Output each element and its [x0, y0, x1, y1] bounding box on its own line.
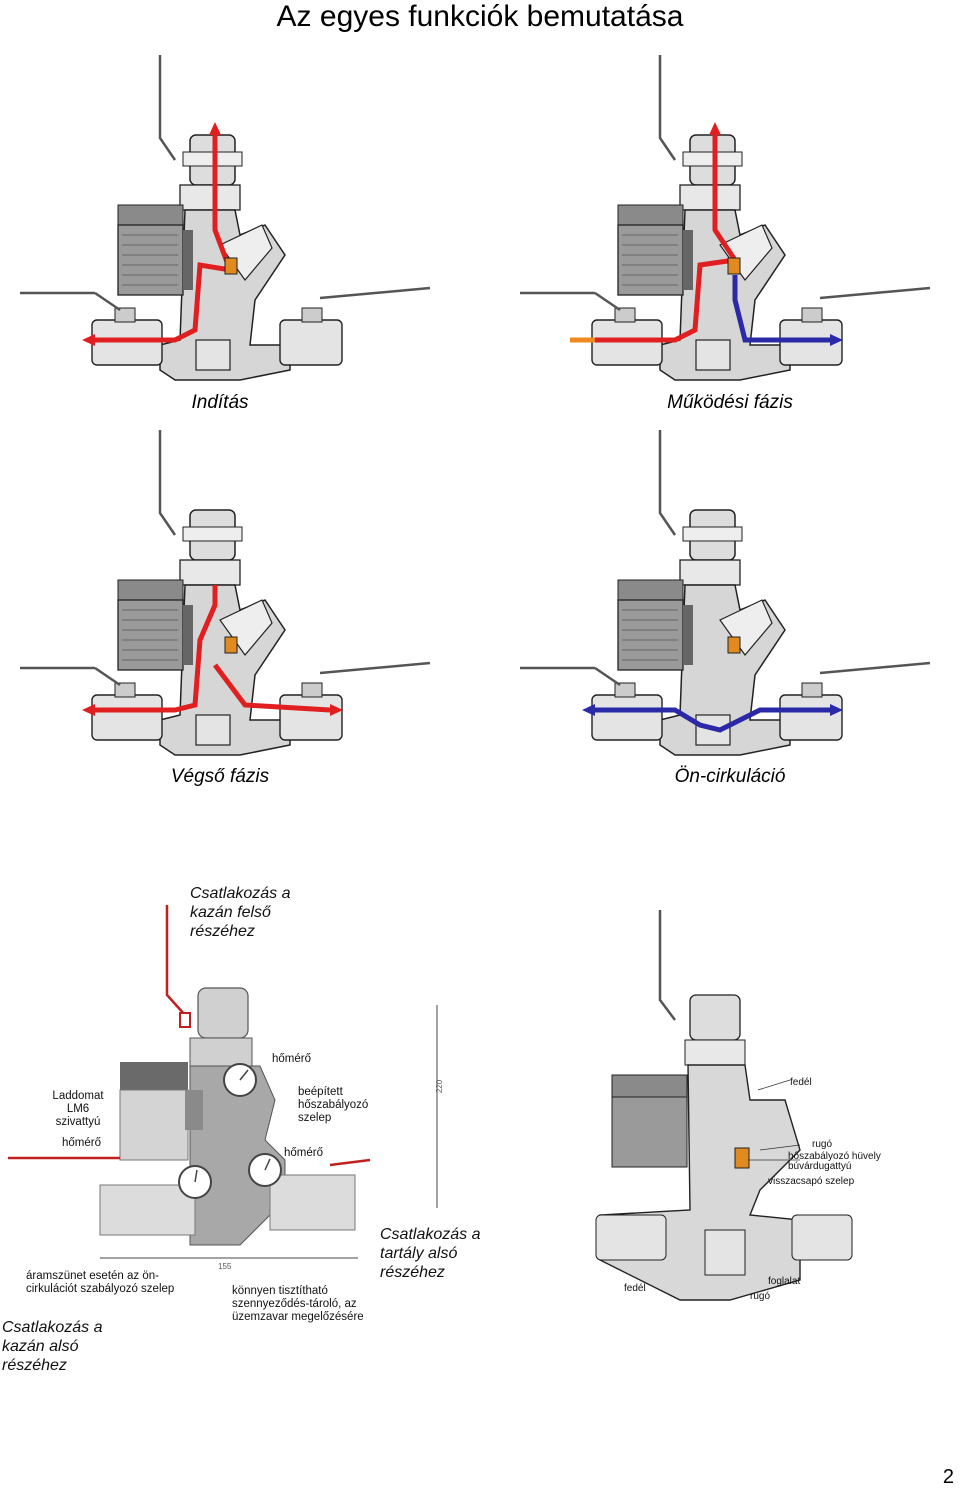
caption-mukodesi: Működési fázis	[667, 392, 793, 413]
page-title: Az egyes funkciók bemutatása	[276, 0, 684, 33]
label-lid-top: fedél	[790, 1077, 812, 1088]
label-plunger: búvárdugattyú	[788, 1161, 852, 1172]
label-thermo1: hőmérő	[272, 1053, 311, 1065]
page-number: 2	[942, 1466, 954, 1488]
label-lid-bottom: fedél	[624, 1283, 646, 1294]
diagram-inditas	[18, 53, 432, 382]
label-thermo3: hőmérő	[284, 1147, 323, 1159]
detail-right-drawing	[595, 910, 853, 1301]
label-check: visszacsapó szelep	[768, 1176, 855, 1187]
label-valve: beépített hőszabályozó szelep	[298, 1086, 369, 1124]
label-sleeve: hőszabályozó hüvely	[788, 1151, 881, 1162]
dim-height: 220	[435, 1079, 445, 1094]
label-selfcirc: áramszünet esetén az ön-cirkulációt szab…	[26, 1270, 175, 1295]
dim-width: 155	[218, 1262, 232, 1271]
label-spring2: rugó	[750, 1291, 771, 1302]
detail-left-drawing	[8, 905, 438, 1259]
label-thermo2: hőmérő	[62, 1137, 101, 1149]
label-conn-bottom: Csatlakozás a kazán alsó részéhez	[2, 1319, 103, 1374]
label-spring: rugó	[812, 1139, 833, 1150]
diagram-on-cirkulacio	[518, 428, 932, 757]
label-conn-tank: Csatlakozás a tartály alsó részéhez	[380, 1226, 481, 1281]
label-seat: foglalat	[768, 1276, 801, 1287]
caption-on-cirkulacio: Ön-cirkuláció	[674, 766, 786, 787]
label-filter: könnyen tisztítható szennyeződés-tároló,…	[232, 1285, 364, 1323]
diagram-vegso-fazis	[18, 428, 432, 757]
caption-vegso: Végső fázis	[170, 766, 270, 787]
diagram-mukodesi-fazis	[518, 53, 932, 382]
label-conn-top: Csatlakozás a kazán felső részéhez	[190, 885, 291, 940]
caption-inditas: Indítás	[191, 392, 249, 413]
label-pump: Laddomat LM6 szivattyú	[52, 1090, 104, 1128]
